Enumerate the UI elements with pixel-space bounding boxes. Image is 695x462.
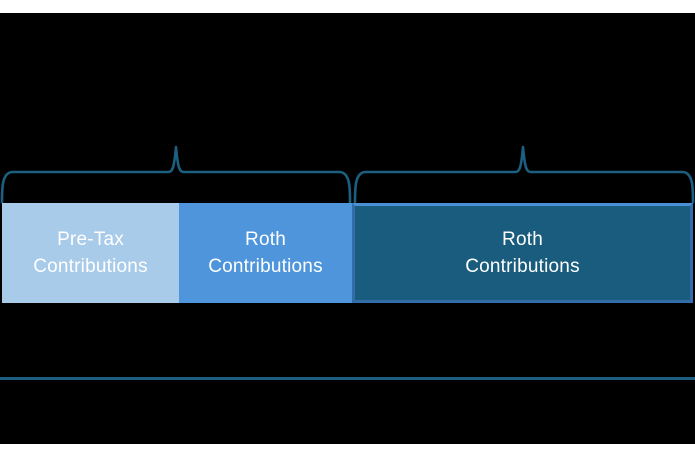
segment-roth-contributions-inplan: Roth Contributions — [179, 203, 352, 303]
overbrace-right-icon — [353, 140, 695, 205]
contribution-bar: Pre-Tax Contributions Roth Contributions… — [2, 203, 693, 303]
overbrace-left-icon — [0, 140, 352, 205]
segment-label-line: Pre-Tax — [57, 229, 124, 250]
segment-pretax-contributions: Pre-Tax Contributions — [2, 203, 179, 303]
segment-label-line: Contributions — [208, 256, 323, 277]
segment-label-line: Contributions — [33, 256, 148, 277]
segment-label-line: Roth — [502, 229, 543, 250]
segment-label-line: Roth — [245, 229, 286, 250]
segment-label-line: Contributions — [465, 256, 580, 277]
segment-roth-contributions-outside: Roth Contributions — [352, 203, 693, 303]
horizontal-divider-line — [0, 377, 695, 380]
